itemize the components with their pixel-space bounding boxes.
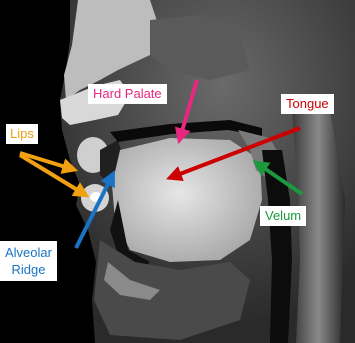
alveolar-ridge-arrow xyxy=(76,176,112,248)
lips-label: Lips xyxy=(6,124,38,144)
hard-palate-label: Hard Palate xyxy=(88,84,167,104)
tongue-label: Tongue xyxy=(281,94,334,114)
alveolar-ridge-label: Alveolar Ridge xyxy=(0,241,57,281)
hard-palate-arrow xyxy=(180,80,197,138)
alveolar-ridge-label-line2: Ridge xyxy=(5,261,52,278)
velum-label: Velum xyxy=(260,206,306,226)
velum-arrow xyxy=(258,164,302,194)
alveolar-ridge-label-line1: Alveolar xyxy=(5,244,52,261)
tongue-arrow xyxy=(172,128,300,177)
